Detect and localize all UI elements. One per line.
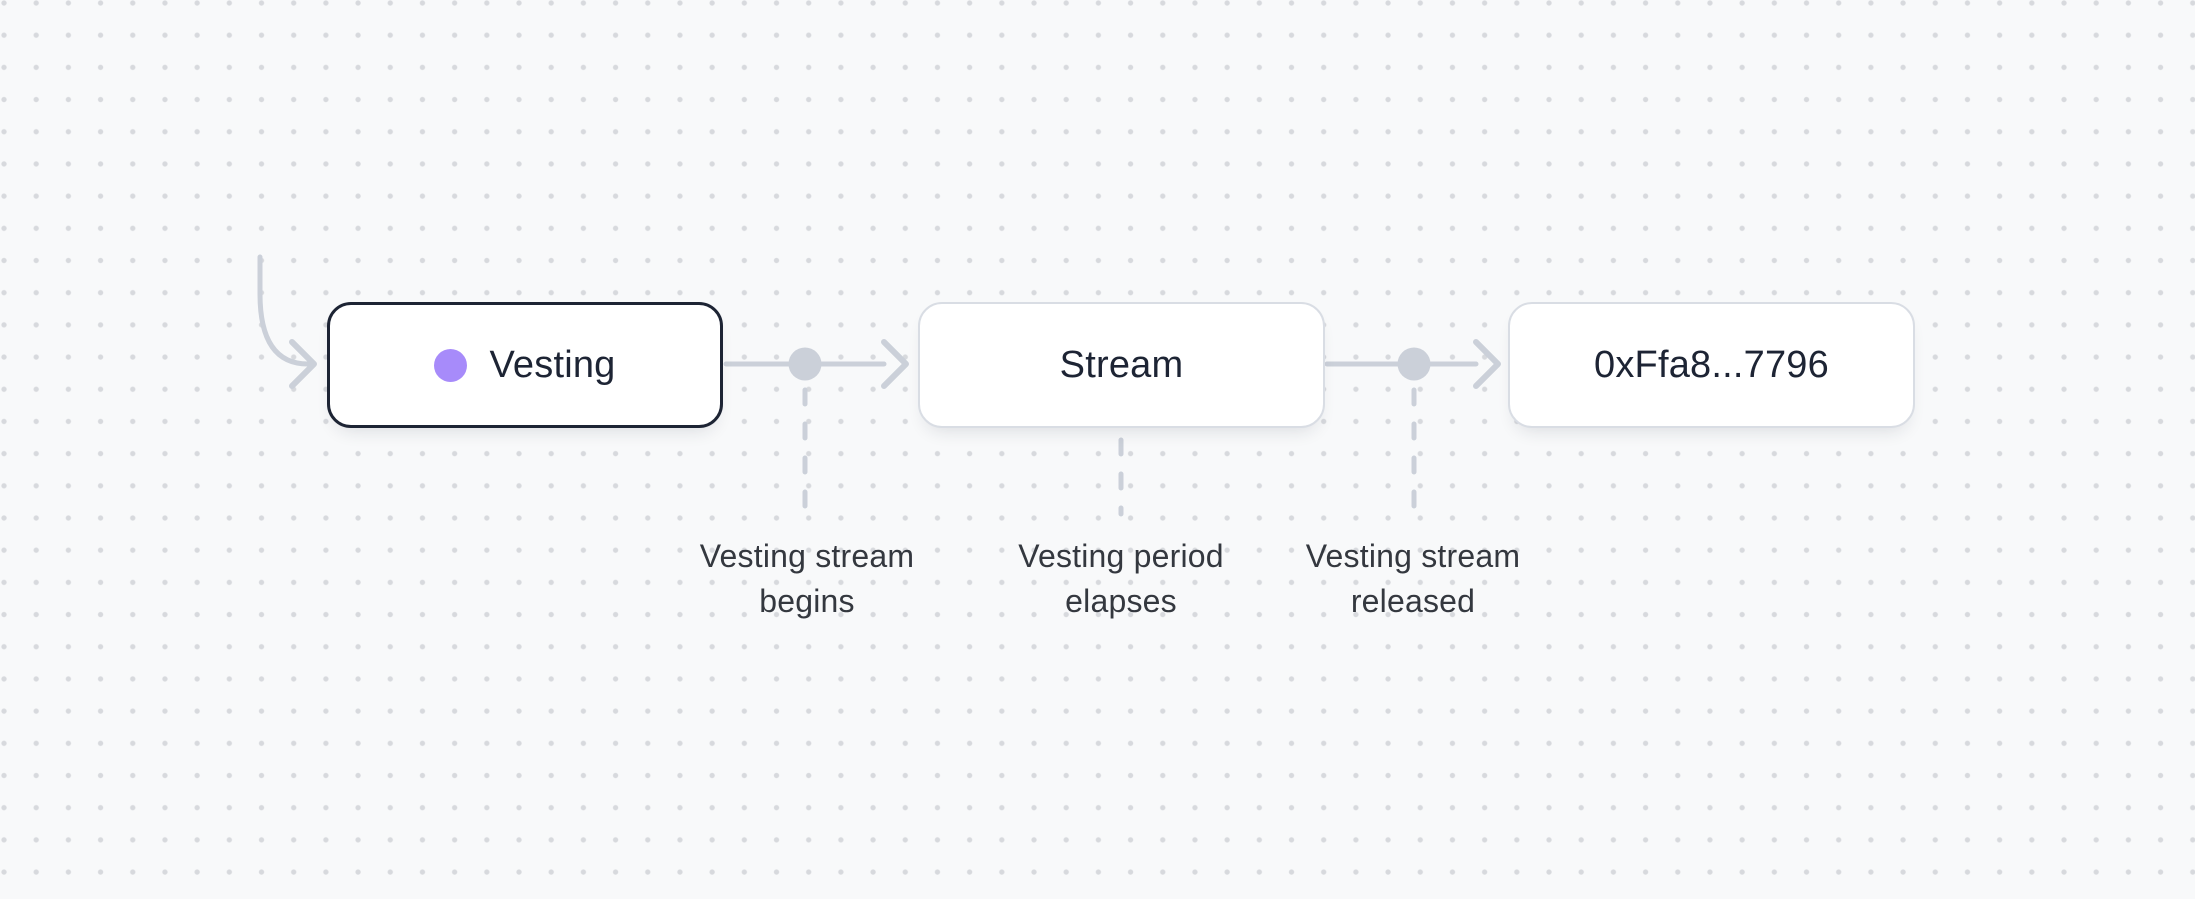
node-vesting-label: Vesting bbox=[489, 343, 616, 386]
node-recipient-address[interactable]: 0xFfa8...7796 bbox=[1508, 302, 1915, 428]
incoming-edge-curve bbox=[257, 254, 311, 367]
node-stream[interactable]: Stream bbox=[918, 302, 1325, 428]
vesting-status-dot-icon bbox=[434, 348, 468, 382]
edge-stream-recipient-arrowhead-icon bbox=[1473, 339, 1501, 389]
edge-stream-recipient-waypoint-dot bbox=[1397, 347, 1431, 381]
edge-vesting-stream-waypoint-dot bbox=[788, 347, 822, 381]
incoming-edge-arrowhead-icon bbox=[289, 339, 317, 389]
annotation-vesting-period-elapses: Vesting period elapses bbox=[1018, 538, 1224, 619]
edge-vesting-stream-arrowhead-icon bbox=[881, 339, 909, 389]
node-recipient-label: 0xFfa8...7796 bbox=[1594, 343, 1829, 386]
node-stream-label: Stream bbox=[1059, 343, 1184, 386]
node-vesting[interactable]: Vesting bbox=[327, 302, 723, 428]
annotation-vesting-stream-released: Vesting stream released bbox=[1305, 538, 1521, 619]
annotation-vesting-stream-begins: Vesting stream begins bbox=[699, 538, 915, 619]
